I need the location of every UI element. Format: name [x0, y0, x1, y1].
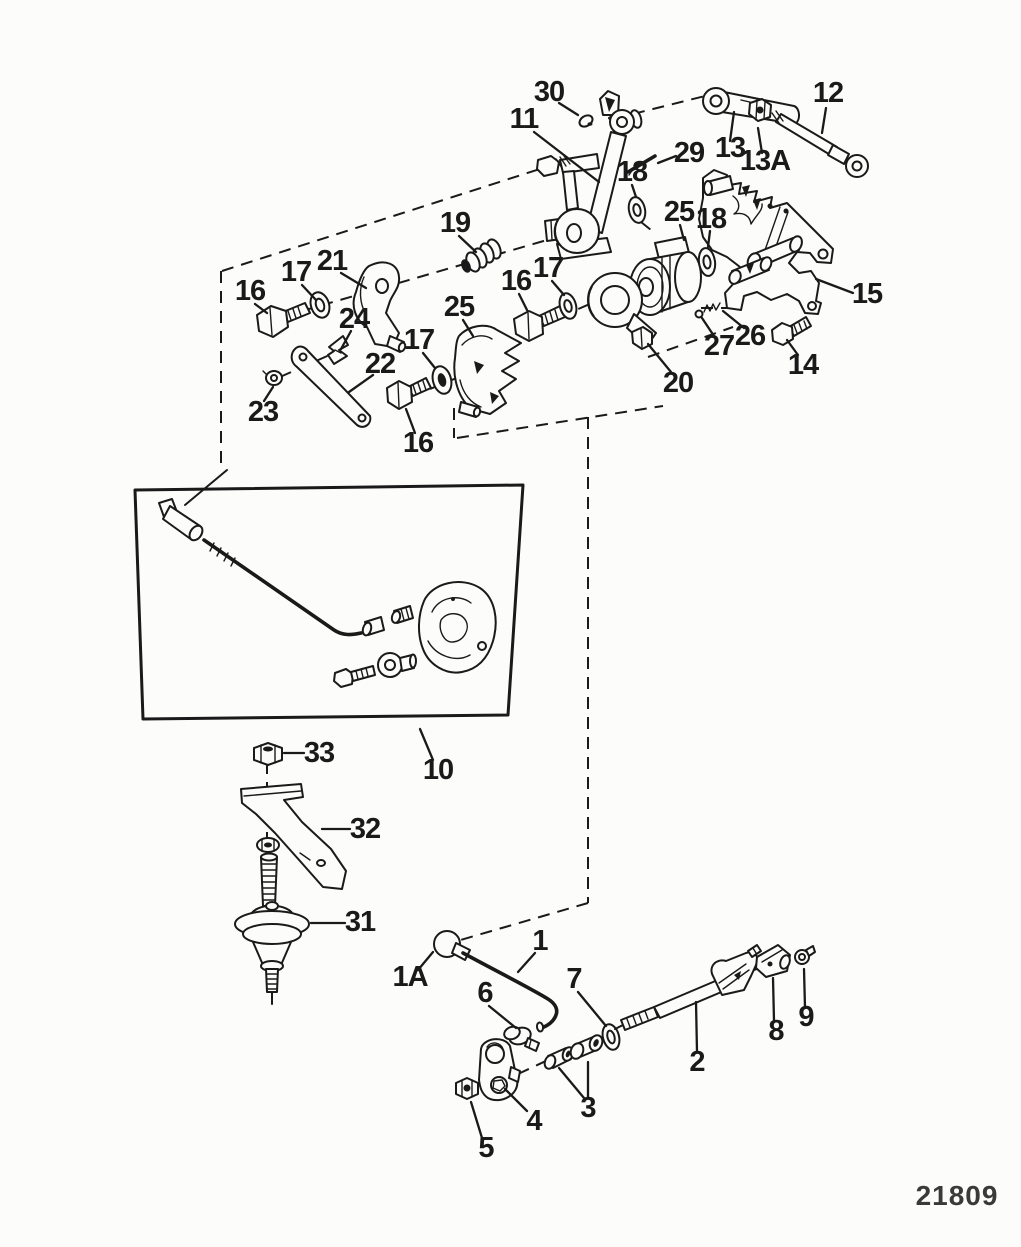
part-25-cam-drum: [629, 236, 702, 316]
callout-18-b: 18: [696, 203, 727, 235]
part-22-link-bar: [290, 345, 372, 428]
part-27-pin: [694, 309, 704, 319]
part-5-nut: [455, 1077, 479, 1100]
part-24-clip: [327, 335, 349, 365]
callout-16-b: 16: [501, 265, 532, 297]
part-32-bracket: [240, 783, 347, 890]
part-29-pin: [626, 154, 657, 176]
part-31-diaphragm: [234, 837, 310, 1005]
drawing-number: 21809: [916, 1180, 999, 1211]
part-8-anchor-block: [747, 944, 791, 978]
callout-17-a: 17: [281, 256, 311, 288]
part-16-bolt-a: [256, 302, 311, 338]
callout-22: 22: [365, 348, 395, 380]
part-6-pivot-bushing: [503, 1025, 540, 1052]
callout-3: 3: [580, 1092, 596, 1124]
callout-23: 23: [248, 396, 279, 428]
part-17-washer-c: [431, 365, 453, 395]
inset-box-remote-linkage: [133, 469, 525, 721]
part-3-bushings: [543, 1034, 604, 1070]
callout-26: 26: [735, 320, 766, 352]
part-30-plug: [578, 114, 594, 128]
part-33-nut: [253, 742, 283, 766]
part-23-ring: [262, 370, 283, 386]
callout-21: 21: [317, 245, 348, 277]
callout-13a: 13A: [740, 145, 791, 177]
callout-leader-lines: [253, 101, 855, 1140]
callout-25-a: 25: [664, 196, 695, 228]
callout-9: 9: [798, 1001, 814, 1033]
callout-labels: 30 11 29 18 12 13 13A 25 18 19 21 17 16 …: [235, 76, 884, 1164]
part-7-washer: [601, 1023, 621, 1051]
callout-32: 32: [350, 813, 380, 845]
callout-8: 8: [768, 1015, 784, 1047]
part-26-spring: [703, 302, 721, 313]
callout-7: 7: [566, 963, 581, 995]
part-19-spring: [461, 238, 502, 273]
part-12-link-rod: [771, 110, 869, 178]
callout-18-a: 18: [617, 156, 648, 188]
callout-16-c: 16: [403, 427, 434, 459]
callout-30: 30: [534, 76, 564, 108]
callout-5: 5: [478, 1132, 494, 1164]
part-25-throttle-cam-plate: [453, 324, 522, 418]
part-21-anchor-bracket: [352, 261, 407, 353]
part-2-throttle-cable: [614, 951, 759, 1031]
callout-16-a: 16: [235, 275, 266, 307]
callout-13: 13: [715, 132, 746, 164]
callout-4: 4: [526, 1105, 542, 1137]
part-16-bolt-b: [513, 305, 566, 342]
part-14-bolt: [771, 316, 812, 346]
part-1-shift-rod: [433, 930, 559, 1033]
callout-33: 33: [304, 737, 335, 769]
callout-19: 19: [440, 207, 471, 239]
callout-14: 14: [788, 349, 819, 381]
callout-6: 6: [477, 977, 493, 1009]
part-4-link-plate: [478, 1038, 521, 1102]
part-9-retainer-clip: [794, 945, 816, 965]
part-11-throttle-lever: [536, 90, 643, 260]
callout-29: 29: [674, 137, 705, 169]
assembly-axis-dashed-lines: [220, 95, 777, 1075]
callout-12: 12: [813, 77, 843, 109]
part-16-bolt-c: [386, 377, 432, 410]
part-20-actuator-arm: [587, 272, 657, 350]
part-17-washer-b: [558, 292, 578, 320]
callout-17-b: 17: [533, 252, 563, 284]
callout-20: 20: [663, 367, 693, 399]
part-13a-nut: [748, 98, 772, 122]
callout-1a: 1A: [392, 961, 428, 993]
part-18-washer-a: [627, 196, 647, 224]
callout-10: 10: [423, 754, 453, 786]
callout-15: 15: [852, 278, 883, 310]
callout-11: 11: [510, 103, 540, 135]
callout-27: 27: [704, 330, 734, 362]
callout-25-b: 25: [444, 291, 475, 323]
callout-2: 2: [689, 1046, 704, 1078]
part-15-mounting-bracket: [698, 169, 834, 315]
callout-31: 31: [345, 906, 376, 938]
callout-1: 1: [532, 925, 548, 957]
part-18-washer-b: [697, 247, 717, 277]
callout-17-c: 17: [404, 324, 434, 356]
callout-24: 24: [339, 303, 370, 335]
